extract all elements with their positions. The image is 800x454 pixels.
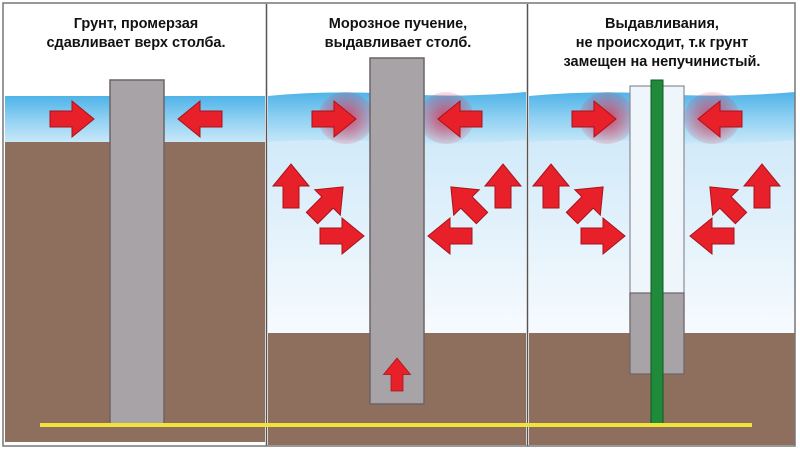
caption-line: Морозное пучение, <box>328 16 468 32</box>
pillar <box>109 79 165 426</box>
panel-1 <box>5 79 265 442</box>
caption-line: Грунт, промерзая <box>73 16 199 32</box>
caption-line: Выдавливания, <box>605 16 719 32</box>
panel-2 <box>268 57 526 445</box>
panel-1-caption: Грунт, промерзая сдавливает верх столба. <box>5 15 267 53</box>
panel-3-caption: Выдавливания, не происходит, т.к грунт з… <box>529 15 795 72</box>
caption-line: замещен на непучинистый. <box>563 54 761 70</box>
pillar <box>369 57 425 405</box>
frame <box>2 2 796 447</box>
caption-line: выдавливает столб. <box>324 35 472 51</box>
panel-2-caption: Морозное пучение, выдавливает столб. <box>268 15 528 53</box>
rebar <box>650 79 664 427</box>
caption-line: не происходит, т.к грунт <box>575 35 749 51</box>
panel-3 <box>529 79 795 445</box>
caption-line: сдавливает верх столба. <box>46 35 226 51</box>
